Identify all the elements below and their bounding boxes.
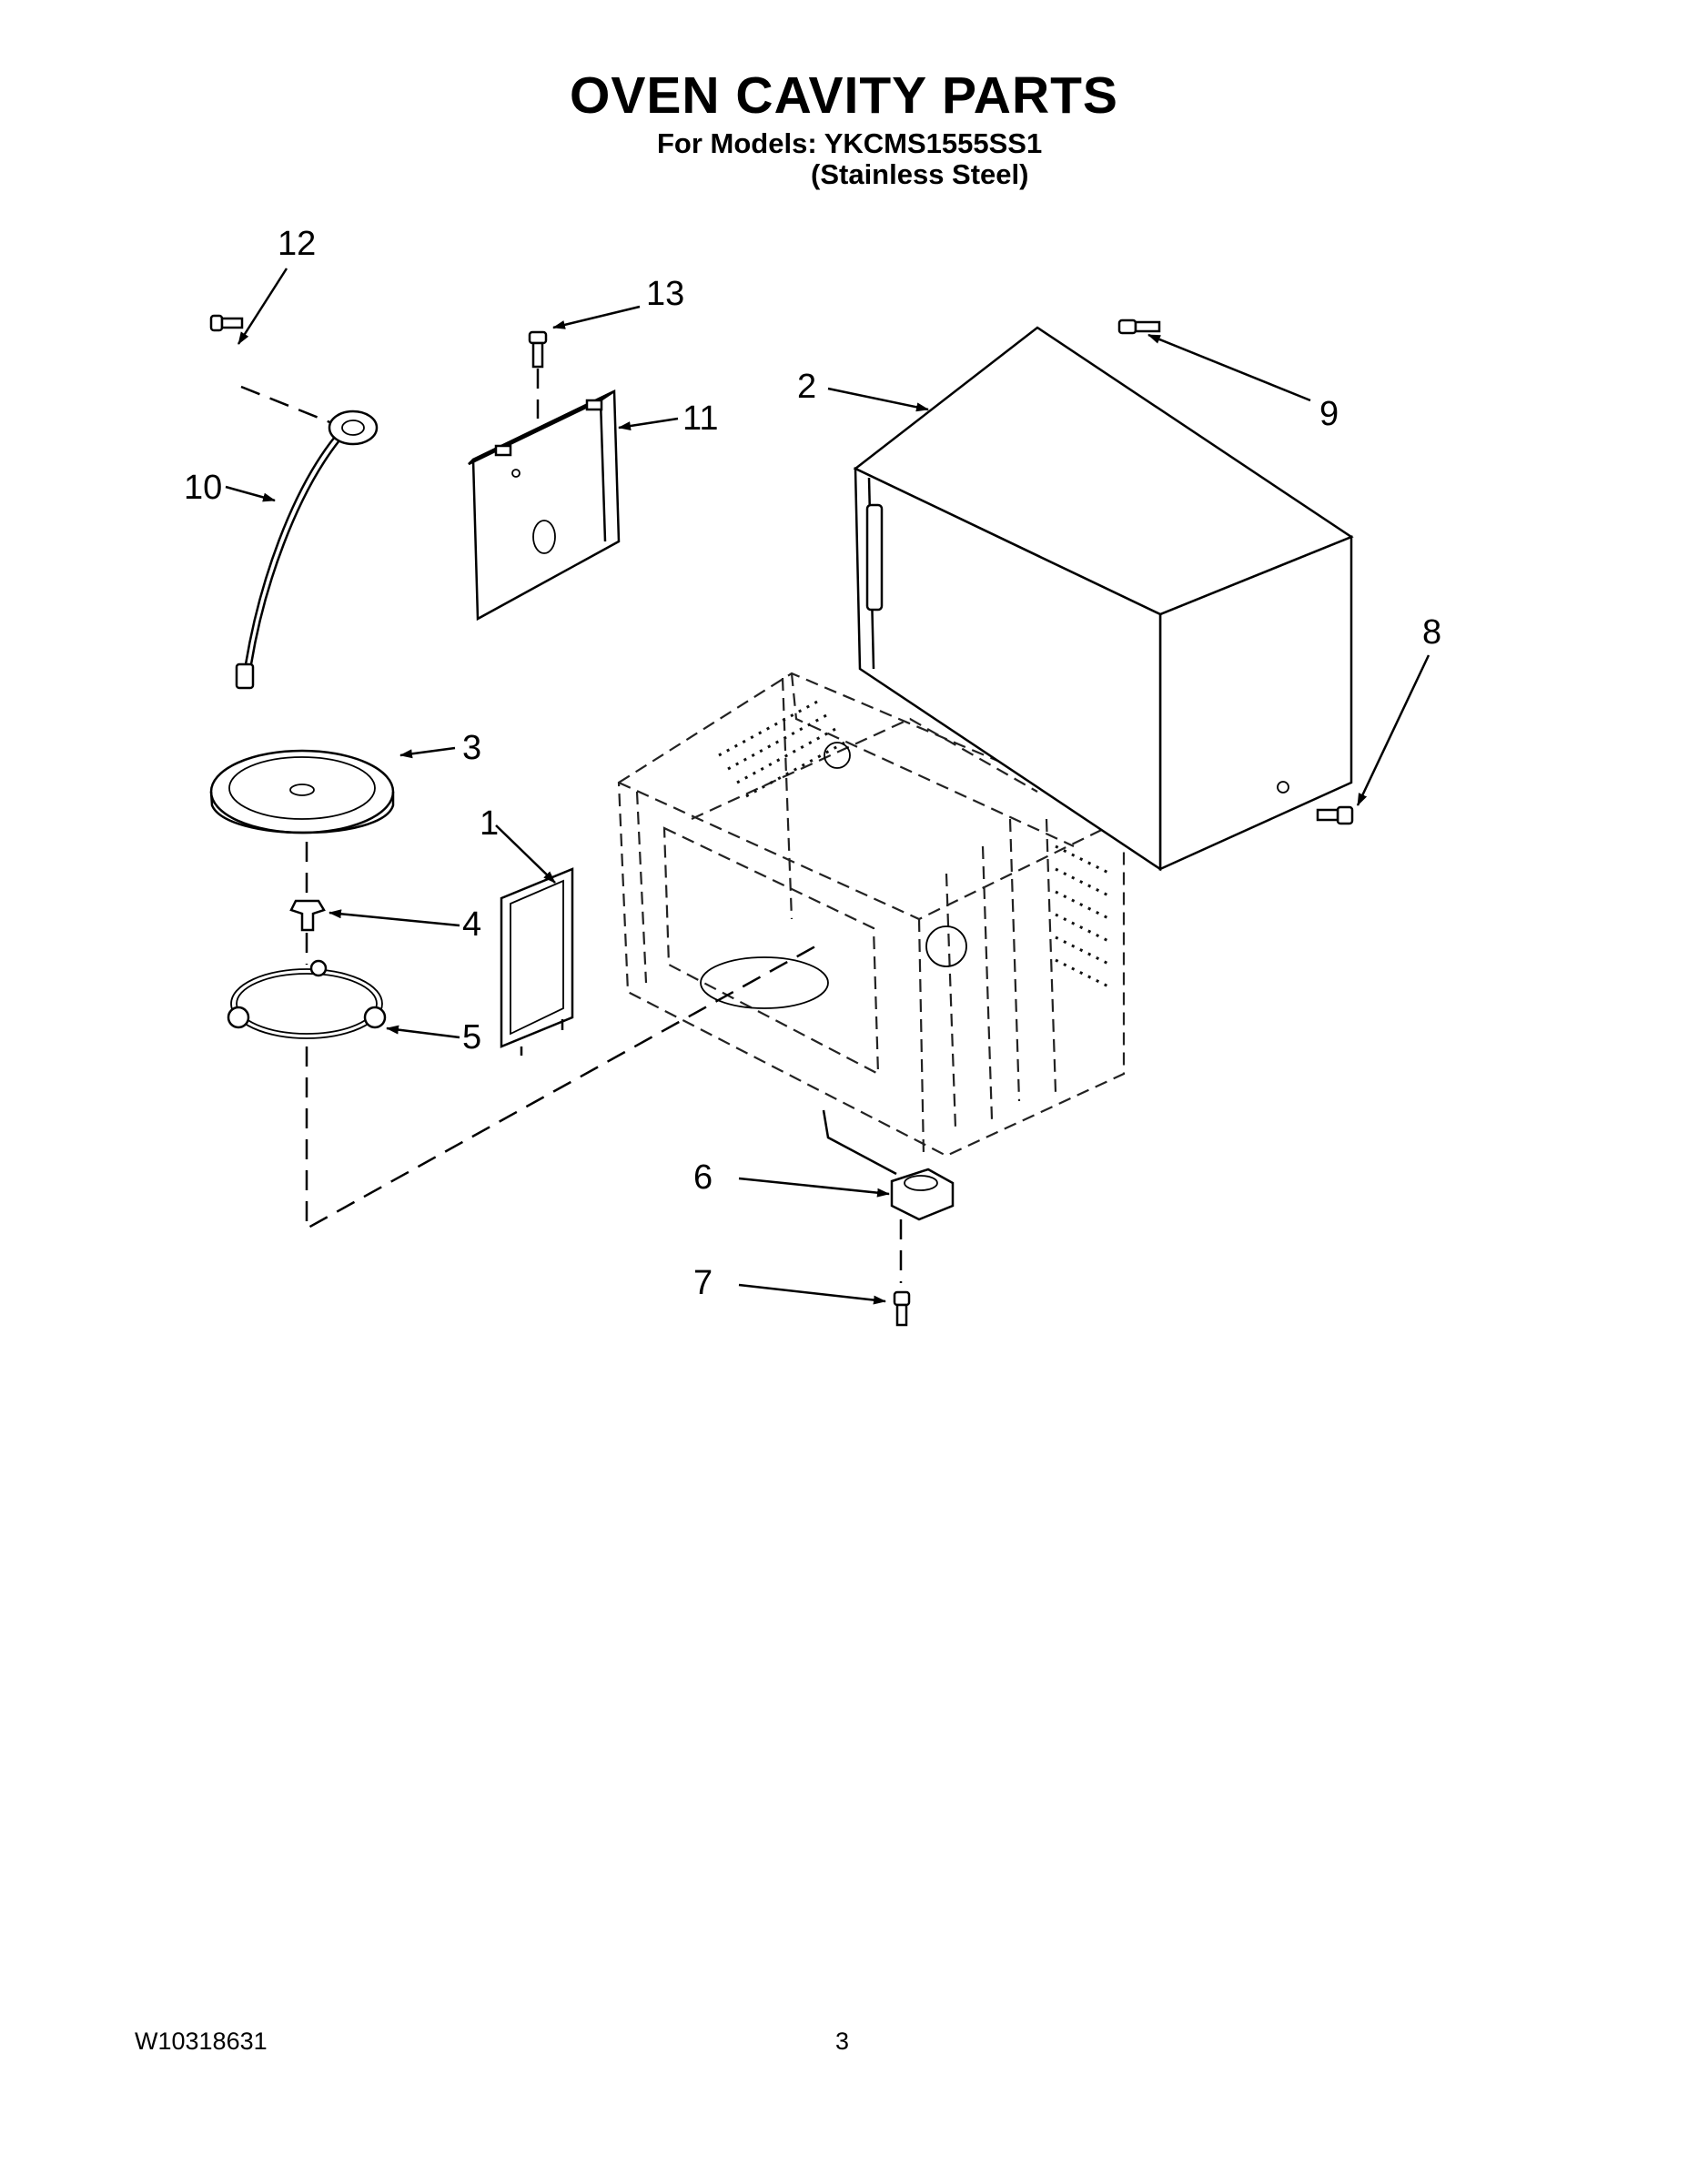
screw-part-9	[1117, 318, 1161, 335]
callout-2: 2	[797, 368, 816, 406]
page-title: OVEN CAVITY PARTS	[570, 66, 1118, 125]
callout-leaders	[225, 268, 1430, 1305]
coupler-part-4	[289, 842, 326, 965]
screw-part-7	[893, 1290, 911, 1327]
callout-9: 9	[1319, 395, 1339, 433]
callout-1: 1	[480, 804, 499, 843]
callout-5: 5	[462, 1018, 481, 1057]
screw-part-13	[528, 330, 548, 419]
turntable-tray-part-3	[209, 749, 395, 834]
callout-labels: 1 2 3 4 5 6 7 8 9 10 11 12 13	[184, 225, 1441, 1302]
roller-ring-part-5	[227, 959, 387, 1039]
models-line: For Models: YKCMS1555SS1	[657, 127, 1043, 159]
callout-13: 13	[646, 275, 684, 313]
callout-11: 11	[682, 399, 718, 438]
assembly-line	[305, 940, 824, 1231]
callout-6: 6	[693, 1158, 713, 1197]
color-line: (Stainless Steel)	[811, 158, 1029, 190]
callout-3: 3	[462, 729, 481, 767]
callout-10: 10	[184, 469, 222, 507]
sensor-part-10	[235, 385, 379, 690]
callout-7: 7	[693, 1264, 713, 1302]
document-number: W10318631	[135, 2027, 268, 2055]
waveguide-cover-part-1	[500, 867, 574, 1056]
oven-cavity-outline	[617, 672, 1126, 1158]
screw-part-12	[209, 314, 244, 332]
callout-8: 8	[1422, 613, 1441, 652]
screw-part-8	[1316, 805, 1354, 825]
outer-wrapper-part-2	[853, 326, 1354, 872]
callout-4: 4	[462, 905, 481, 944]
page-number: 3	[835, 2027, 850, 2055]
bracket-part-11	[468, 389, 621, 622]
turntable-motor-part-6	[822, 1109, 955, 1283]
callout-12: 12	[278, 225, 316, 263]
